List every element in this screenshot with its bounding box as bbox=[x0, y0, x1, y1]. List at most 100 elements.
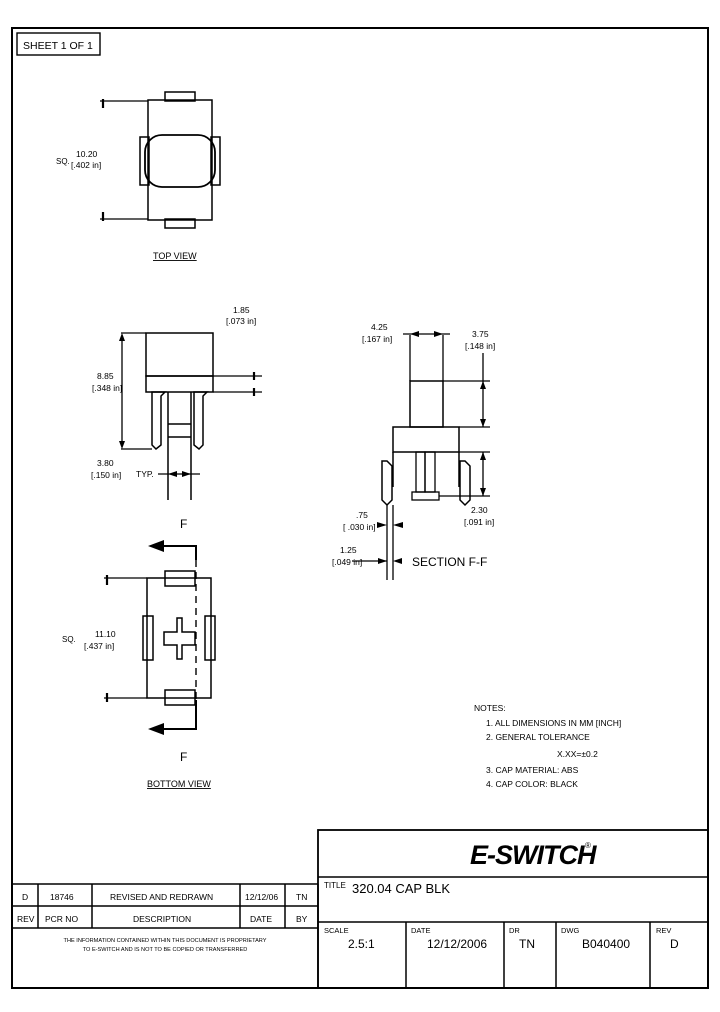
section-arrow-small-right bbox=[393, 522, 403, 528]
rev-hdr-pcr: PCR NO bbox=[45, 914, 78, 924]
section-arrow-wtop-right bbox=[434, 331, 443, 337]
section-post-base bbox=[411, 491, 440, 501]
side-view-arrow-pitch-left bbox=[168, 471, 177, 477]
section-arrow-htop-up bbox=[480, 381, 486, 389]
notes-item-4: 4. CAP COLOR: BLACK bbox=[486, 779, 578, 789]
section-hbot-mm: 2.30 bbox=[471, 505, 488, 515]
date-value: 12/12/2006 bbox=[427, 937, 487, 951]
side-view-cap-body bbox=[145, 332, 214, 377]
sheet-label-text: SHEET 1 OF 1 bbox=[23, 40, 93, 52]
top-view-tab-left bbox=[139, 136, 150, 186]
section-wtop-mm: 4.25 bbox=[371, 322, 388, 332]
section-stem bbox=[409, 380, 444, 428]
rev-row-date: 12/12/06 bbox=[245, 892, 278, 902]
proprietary-line-1: THE INFORMATION CONTAINED WITHIN THIS DO… bbox=[64, 938, 267, 944]
side-view-height-mm: 8.85 bbox=[97, 371, 114, 381]
section-arrow-wtop-left bbox=[410, 331, 419, 337]
title-block: E-SWITCH ® TITLE 320.04 CAP BLK SCALE 2.… bbox=[317, 829, 709, 989]
title-field-label: TITLE bbox=[324, 881, 346, 890]
notes-item-2: 2. GENERAL TOLERANCE bbox=[486, 732, 590, 742]
section-wtop-in: [.167 in] bbox=[362, 334, 392, 344]
bottom-view-pad-right bbox=[204, 615, 216, 661]
bottom-view-pad-bottom bbox=[164, 689, 196, 706]
side-view-arrow-height-down bbox=[119, 441, 125, 449]
top-view-label: TOP VIEW bbox=[153, 251, 197, 261]
e-switch-logo-text: E-SWITCH bbox=[470, 840, 597, 870]
side-view-leg-right bbox=[193, 391, 209, 451]
top-view-tab-top bbox=[164, 91, 196, 102]
side-view-flange bbox=[145, 375, 214, 393]
section-arrow-hbot-up bbox=[480, 452, 486, 460]
bottom-view-arrowhead-top bbox=[148, 540, 164, 552]
bottom-view-arrowhead-bottom bbox=[148, 723, 164, 735]
side-view-pitch-note: TYP. bbox=[136, 469, 154, 479]
rev-hdr-rev: REV bbox=[17, 914, 35, 924]
sheet-label-rect bbox=[16, 32, 101, 56]
rev-row-rev: D bbox=[22, 892, 28, 902]
scale-label: SCALE bbox=[324, 926, 349, 935]
section-flange bbox=[392, 426, 460, 453]
section-arrow-hbot-down bbox=[480, 488, 486, 496]
bottom-view-label-f-bottom: F bbox=[180, 750, 187, 764]
title-field-value: 320.04 CAP BLK bbox=[352, 881, 450, 896]
section-small-in: [ .030 in] bbox=[343, 522, 376, 532]
section-arrow-htop-down bbox=[480, 419, 486, 427]
rev-row-pcr: 18746 bbox=[50, 892, 74, 902]
e-switch-logo-registered-mark: ® bbox=[585, 841, 591, 850]
section-title-label: SECTION F-F bbox=[412, 555, 487, 569]
rev-label: REV bbox=[656, 926, 671, 935]
section-gap-mm: 1.25 bbox=[340, 545, 357, 555]
date-label: DATE bbox=[411, 926, 430, 935]
side-view-thick-mm: 1.85 bbox=[233, 305, 250, 315]
bottom-view-label: BOTTOM VIEW bbox=[147, 779, 211, 789]
top-view-dim-prefix: SQ. bbox=[56, 157, 70, 166]
section-htop-in: [.148 in] bbox=[465, 341, 495, 351]
section-arrow-gap-left bbox=[378, 558, 387, 564]
side-view-arrow-height-up bbox=[119, 333, 125, 341]
e-switch-logo: E-SWITCH ® bbox=[470, 840, 598, 870]
scale-value: 2.5:1 bbox=[348, 937, 375, 951]
rev-hdr-by: BY bbox=[296, 914, 308, 924]
top-view-cap-dome bbox=[144, 134, 216, 188]
section-post-right bbox=[424, 451, 436, 493]
revision-table: D 18746 REVISED AND REDRAWN 12/12/06 TN … bbox=[12, 883, 319, 988]
bottom-view-pad-left bbox=[142, 615, 154, 661]
section-arrow-small-left bbox=[377, 522, 387, 528]
dwg-value: B040400 bbox=[582, 937, 630, 951]
top-view-dim-in: [.402 in] bbox=[71, 160, 101, 170]
dwg-label: DWG bbox=[561, 926, 579, 935]
section-hbot-in: [.091 in] bbox=[464, 517, 494, 527]
rev-hdr-description: DESCRIPTION bbox=[133, 914, 191, 924]
sheet-border bbox=[11, 27, 709, 989]
section-post-left bbox=[415, 451, 426, 493]
sheet-label-box: SHEET 1 OF 1 bbox=[16, 32, 101, 56]
section-latch-right bbox=[459, 460, 471, 507]
top-view-body bbox=[147, 99, 213, 221]
bottom-view-dim-in: [.437 in] bbox=[84, 641, 114, 651]
rev-row-by: TN bbox=[296, 892, 307, 902]
bottom-view-label-f-top: F bbox=[180, 517, 187, 531]
section-htop-mm: 3.75 bbox=[472, 329, 489, 339]
proprietary-line-2: TO E-SWITCH AND IS NOT TO BE COPIED OR T… bbox=[83, 947, 248, 953]
dr-value: TN bbox=[519, 937, 535, 951]
bottom-view-pad-top bbox=[164, 570, 196, 587]
rev-row-description: REVISED AND REDRAWN bbox=[110, 892, 213, 902]
notes-item-1: 1. ALL DIMENSIONS IN MM [INCH] bbox=[486, 718, 621, 728]
rev-hdr-date: DATE bbox=[250, 914, 272, 924]
section-arrow-gap-right bbox=[393, 558, 402, 564]
top-view: SQ. 10.20 [.402 in] TOP VIEW bbox=[56, 91, 221, 261]
top-view-dim-mm: 10.20 bbox=[76, 149, 98, 159]
top-view-tab-right bbox=[210, 136, 221, 186]
title-block-frame bbox=[317, 829, 709, 989]
notes-item-tolerance: X.XX=±0.2 bbox=[557, 749, 598, 759]
side-view-thick-in: [.073 in] bbox=[226, 316, 256, 326]
notes-heading: NOTES: bbox=[474, 703, 506, 713]
dr-label: DR bbox=[509, 926, 520, 935]
section-latch-left bbox=[381, 460, 393, 507]
side-view-pitch-mm: 3.80 bbox=[97, 458, 114, 468]
side-view: 1.85 [.073 in] 8.85 [.348 in] 3.80 [.150… bbox=[91, 305, 262, 500]
section-small-mm: .75 bbox=[356, 510, 368, 520]
notes-block: NOTES: 1. ALL DIMENSIONS IN MM [INCH] 2.… bbox=[474, 703, 621, 789]
side-view-height-in: [.348 in] bbox=[92, 383, 122, 393]
